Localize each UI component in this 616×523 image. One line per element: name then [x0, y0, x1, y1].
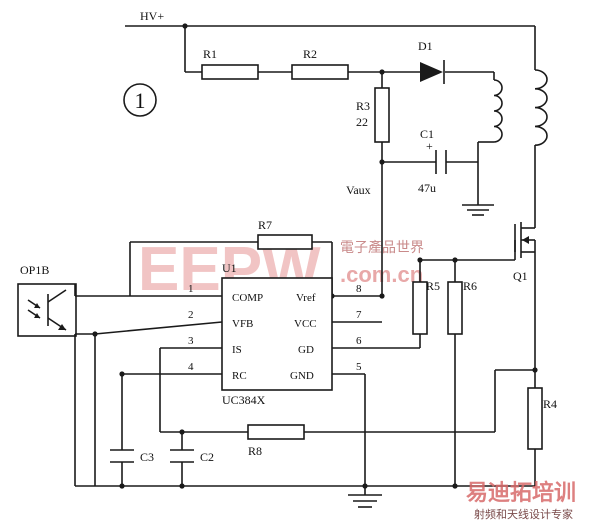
r6-resistor [447, 281, 463, 335]
r1-label: R1 [203, 47, 217, 61]
r4-resistor [527, 387, 543, 450]
q1-label: Q1 [513, 269, 528, 283]
r7-label: R7 [258, 218, 272, 232]
c1-label: C1 [420, 127, 434, 141]
d1-diode [420, 62, 443, 82]
r1-resistor [201, 64, 259, 80]
vfb-pin-wire [94, 321, 223, 335]
r3-value: 22 [356, 115, 368, 129]
r2-resistor [291, 64, 349, 80]
r8-label: R8 [248, 444, 262, 458]
vaux-label: Vaux [346, 183, 371, 197]
u1-pin-num-4: 4 [188, 361, 194, 373]
c2-label: C2 [200, 450, 214, 464]
u1-chip-name: UC384X [222, 393, 266, 407]
u1-pin-num-1: 1 [188, 283, 194, 295]
hv-label: HV+ [140, 9, 164, 23]
aux-winding [493, 79, 503, 143]
r2-label: R2 [303, 47, 317, 61]
u1-pin-num-7: 7 [356, 309, 362, 321]
u1-pin-name-vfb: VFB [232, 318, 253, 330]
c1-value: 47u [418, 181, 436, 195]
r7-resistor [257, 234, 313, 250]
u1-pin-name-vcc: VCC [294, 318, 317, 330]
u1-pin-num-6: 6 [356, 335, 362, 347]
c3-label: C3 [140, 450, 154, 464]
u1-pin-name-is: IS [232, 344, 242, 356]
u1-pin-name-comp: COMP [232, 292, 263, 304]
r8-resistor [247, 424, 305, 440]
u1-chip [221, 277, 333, 391]
u1-pin-name-rc: RC [232, 370, 247, 382]
u1-pin-name-vref: Vref [296, 292, 316, 304]
r3-label: R3 [356, 99, 370, 113]
u1-pin-num-5: 5 [356, 361, 362, 373]
u1-pin-num-2: 2 [188, 309, 194, 321]
u1-pin-name-gd: GD [298, 344, 314, 356]
bottom-caption-watermark: 射频和天线设计专家 [474, 507, 573, 521]
op1b-optocoupler [17, 283, 77, 337]
r5-label: R5 [426, 279, 440, 293]
u1-pin-num-8: 8 [356, 283, 362, 295]
r4-label: R4 [543, 397, 557, 411]
primary-winding [534, 69, 548, 146]
op1b-label: OP1B [20, 263, 49, 277]
u1-label: U1 [222, 261, 237, 275]
circle-number-badge [123, 83, 157, 117]
q1-mosfet [514, 222, 536, 258]
bottom-brand-watermark: 易迪拓培训 [466, 480, 576, 506]
main-ground-symbol [348, 494, 382, 508]
aux-ground-symbol [462, 204, 494, 216]
u1-pin-name-gnd: GND [290, 370, 314, 382]
circle-number: 1 [135, 88, 146, 113]
r5-resistor [412, 281, 428, 335]
d1-label: D1 [418, 39, 433, 53]
u1-pin-num-3: 3 [188, 335, 194, 347]
junction-dots [92, 23, 538, 489]
c1-plus-sign: + [426, 139, 433, 153]
r6-label: R6 [463, 279, 477, 293]
r3-resistor [374, 87, 390, 143]
